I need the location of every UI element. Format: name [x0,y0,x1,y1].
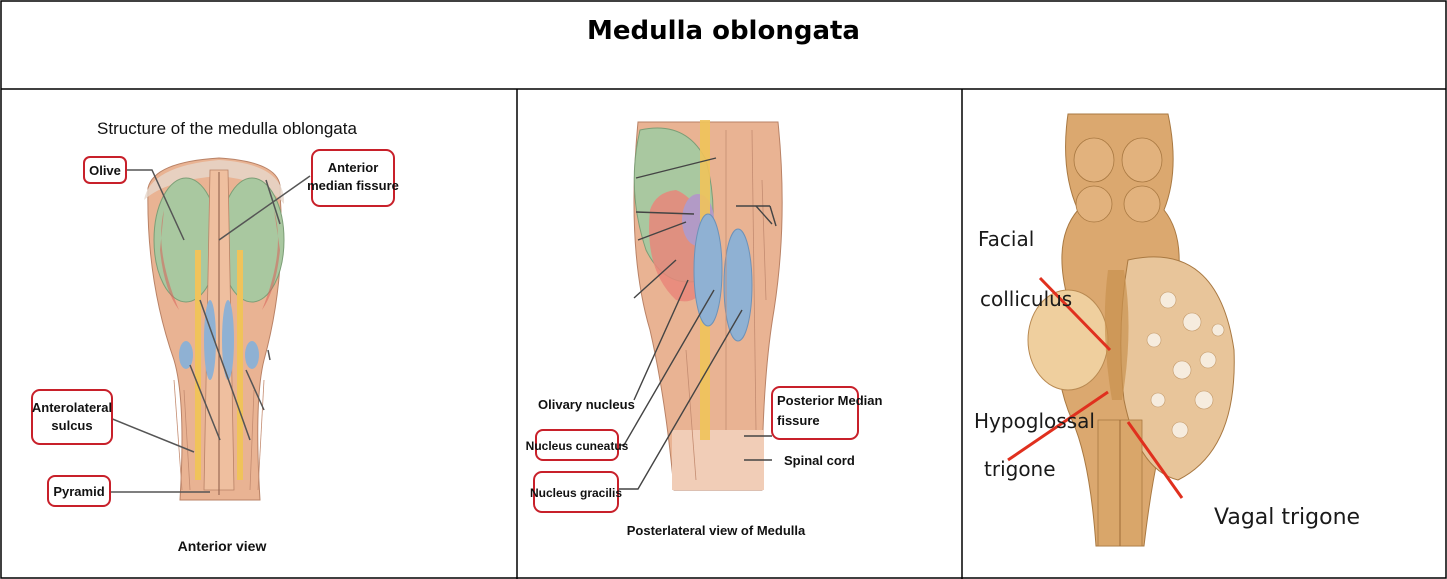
olive-callout: Olive [84,157,126,183]
anterior-view-figure: Structure of the medulla oblongata [14,100,504,570]
nucleus-cuneatus-callout: Nucleus cuneatus [526,430,629,460]
document-title: Medulla oblongata [0,16,1447,46]
vagal-trigone-label: Vagal trigone [1214,505,1360,530]
facial-colliculus-label-line2: colliculus [980,287,1072,311]
anterior-median-fissure-callout: Anterior median fissure [307,150,399,206]
anterior-median-fissure-label-line2: median fissure [307,178,399,193]
nucleus-cuneatus-label: Nucleus cuneatus [526,439,629,453]
spinal-cord-label: Spinal cord [784,453,855,468]
posterior-median-fissure-callout: Posterior Median fissure [772,387,883,439]
pyramid-label: Pyramid [53,484,104,499]
posterolateral-view-figure: Olivary nucleus Nucleus cuneatus Nucleus… [526,100,956,570]
anterolateral-sulcus-callout: Anterolateral sulcus [32,390,112,444]
hypoglossal-trigone-label-line1: Hypoglossal [974,409,1095,433]
olivary-nucleus-label: Olivary nucleus [538,397,635,412]
olive-label: Olive [89,163,121,178]
anterolateral-sulcus-label-line1: Anterolateral [32,400,112,415]
brainstem-dorsal-figure: Facial colliculus Hypoglossal trigone Va… [968,100,1442,570]
anterior-median-fissure-label-line1: Anterior [328,160,379,175]
anterolateral-sulcus-label-line2: sulcus [51,418,92,433]
posterior-median-fissure-label-line1: Posterior Median [777,393,883,408]
anterior-view-caption: Anterior view [178,538,267,554]
hypoglossal-trigone-label-line2: trigone [984,457,1056,481]
pyramid-callout: Pyramid [48,476,110,506]
posterolateral-view-caption: Posterlateral view of Medulla [627,523,806,538]
posterior-median-fissure-label-line2: fissure [777,413,820,428]
facial-colliculus-label-line1: Facial [978,227,1034,251]
nucleus-gracilis-label: Nucleus gracilis [530,486,622,500]
figure-heading: Structure of the medulla oblongata [97,119,357,138]
nucleus-gracilis-callout: Nucleus gracilis [530,472,622,512]
